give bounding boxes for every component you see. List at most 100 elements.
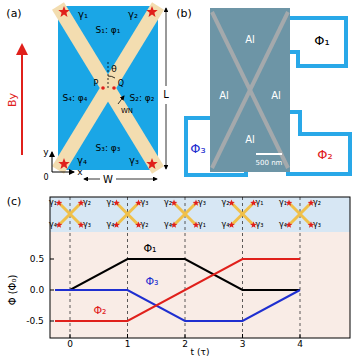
x-axis (52, 172, 74, 173)
band-majorana-label: γ₂ (141, 221, 149, 229)
point-label: Q (118, 80, 124, 88)
point-q (112, 86, 116, 90)
x-tick (70, 334, 71, 338)
sample-region (58, 6, 158, 170)
band-majorana-label: γ₄ (107, 221, 115, 229)
band-majorana-label: γ₁ (107, 199, 115, 207)
majorana-label: γ₂ (128, 10, 138, 20)
tick-label: 1 (125, 340, 131, 349)
field-arrow (21, 45, 23, 155)
scale-label: 500 nm (256, 160, 283, 167)
band-majorana-label: γ₄ (222, 221, 230, 229)
mini-strip (233, 204, 253, 224)
x-tick (185, 334, 186, 338)
tick-label: 2 (182, 340, 188, 349)
dimension-line (166, 8, 167, 86)
band-icons (56, 200, 315, 228)
band-majorana-label: γ₄ (49, 221, 57, 229)
flux-label: Φ₁ (314, 34, 329, 47)
dimension-line (116, 179, 157, 180)
phi1-curve (55, 259, 300, 290)
region-label: S₄: φ₄ (63, 94, 88, 103)
phi2-curve (55, 259, 300, 321)
axis-title: Φ (Φ₀) (8, 275, 18, 306)
band-majorana-label: γ₃ (198, 199, 206, 207)
nanowire-strip (58, 6, 158, 170)
nanowire (212, 12, 288, 168)
band-majorana-label: γ₃ (313, 221, 321, 229)
dimension-label: W (103, 175, 113, 185)
tick-label: 0 (67, 340, 73, 349)
mini-strip (118, 204, 138, 224)
material-label: Al (245, 35, 255, 45)
angle-arc (108, 76, 115, 78)
dashed-lines (70, 197, 300, 338)
tick-label: -0.5 (26, 317, 44, 326)
majorana-star (146, 6, 157, 17)
material-label: Al (271, 91, 281, 101)
band-majorana-label: γ₃ (141, 199, 149, 207)
dimension-label: L (163, 90, 169, 100)
band-majorana-label: γ₄ (164, 221, 172, 229)
x-tick (127, 334, 128, 338)
y-tick (50, 259, 54, 260)
material-label: Al (219, 91, 229, 101)
curve-label: Φ₂ (93, 305, 106, 316)
dimension-line (166, 104, 167, 169)
nanowire (212, 12, 288, 168)
mini-strip (175, 204, 195, 224)
time-divider (300, 197, 301, 338)
band-majorana-label: γ₂ (164, 199, 172, 207)
mini-strip (60, 204, 80, 224)
flux-loop (288, 112, 350, 174)
mini-strip (290, 204, 310, 224)
sem-image (210, 8, 290, 172)
time-divider (185, 197, 186, 338)
flux-label: Φ₃ (190, 142, 205, 155)
y-axis (52, 152, 53, 172)
band-majorana-label: γ₂ (83, 199, 91, 207)
band-majorana-label: γ₂ (222, 199, 230, 207)
mini-strip (290, 204, 310, 224)
axis-label: 0 (43, 174, 48, 182)
point-p (101, 86, 105, 90)
band-majorana-label: γ₃ (256, 221, 264, 229)
x-tick (300, 334, 301, 338)
y-tick (50, 321, 54, 322)
majorana-label: γ₁ (78, 10, 88, 20)
point-label: P (94, 80, 99, 88)
scale-bar (256, 153, 282, 155)
majorana-star (58, 6, 69, 17)
material-label: Al (245, 135, 255, 145)
majorana-label: γ₃ (129, 156, 139, 166)
band-majorana-label: γ₁ (279, 199, 287, 207)
tick-label: 3 (240, 340, 246, 349)
band-majorana-label: γ₃ (83, 221, 91, 229)
band-majorana-label: γ₄ (279, 221, 287, 229)
mini-strip (175, 204, 195, 224)
y-tick (50, 290, 54, 291)
axis-title: t (τ) (191, 348, 210, 357)
curve-label: Φ₃ (145, 276, 158, 287)
angle-line (108, 62, 109, 88)
tick-label: 0.5 (30, 255, 44, 264)
time-divider (127, 197, 128, 338)
band-majorana-label: γ₂ (313, 199, 321, 207)
nanowire-strip (58, 6, 158, 170)
mini-strip (118, 204, 138, 224)
flux-loop (290, 18, 346, 66)
curve-label: Φ₁ (143, 243, 156, 254)
region-label: S₃: φ₃ (96, 144, 121, 153)
tick-label: 0.0 (30, 286, 44, 295)
majorana-star (146, 158, 157, 169)
dimension-line (84, 179, 100, 180)
axis-label: y (43, 148, 48, 157)
plot-ground (50, 232, 350, 338)
width-label: WN (121, 108, 133, 115)
panel-label: (a) (6, 8, 21, 19)
panel-label: (c) (7, 196, 22, 207)
mini-strip (233, 204, 253, 224)
region-label: S₂: φ₂ (130, 94, 155, 103)
